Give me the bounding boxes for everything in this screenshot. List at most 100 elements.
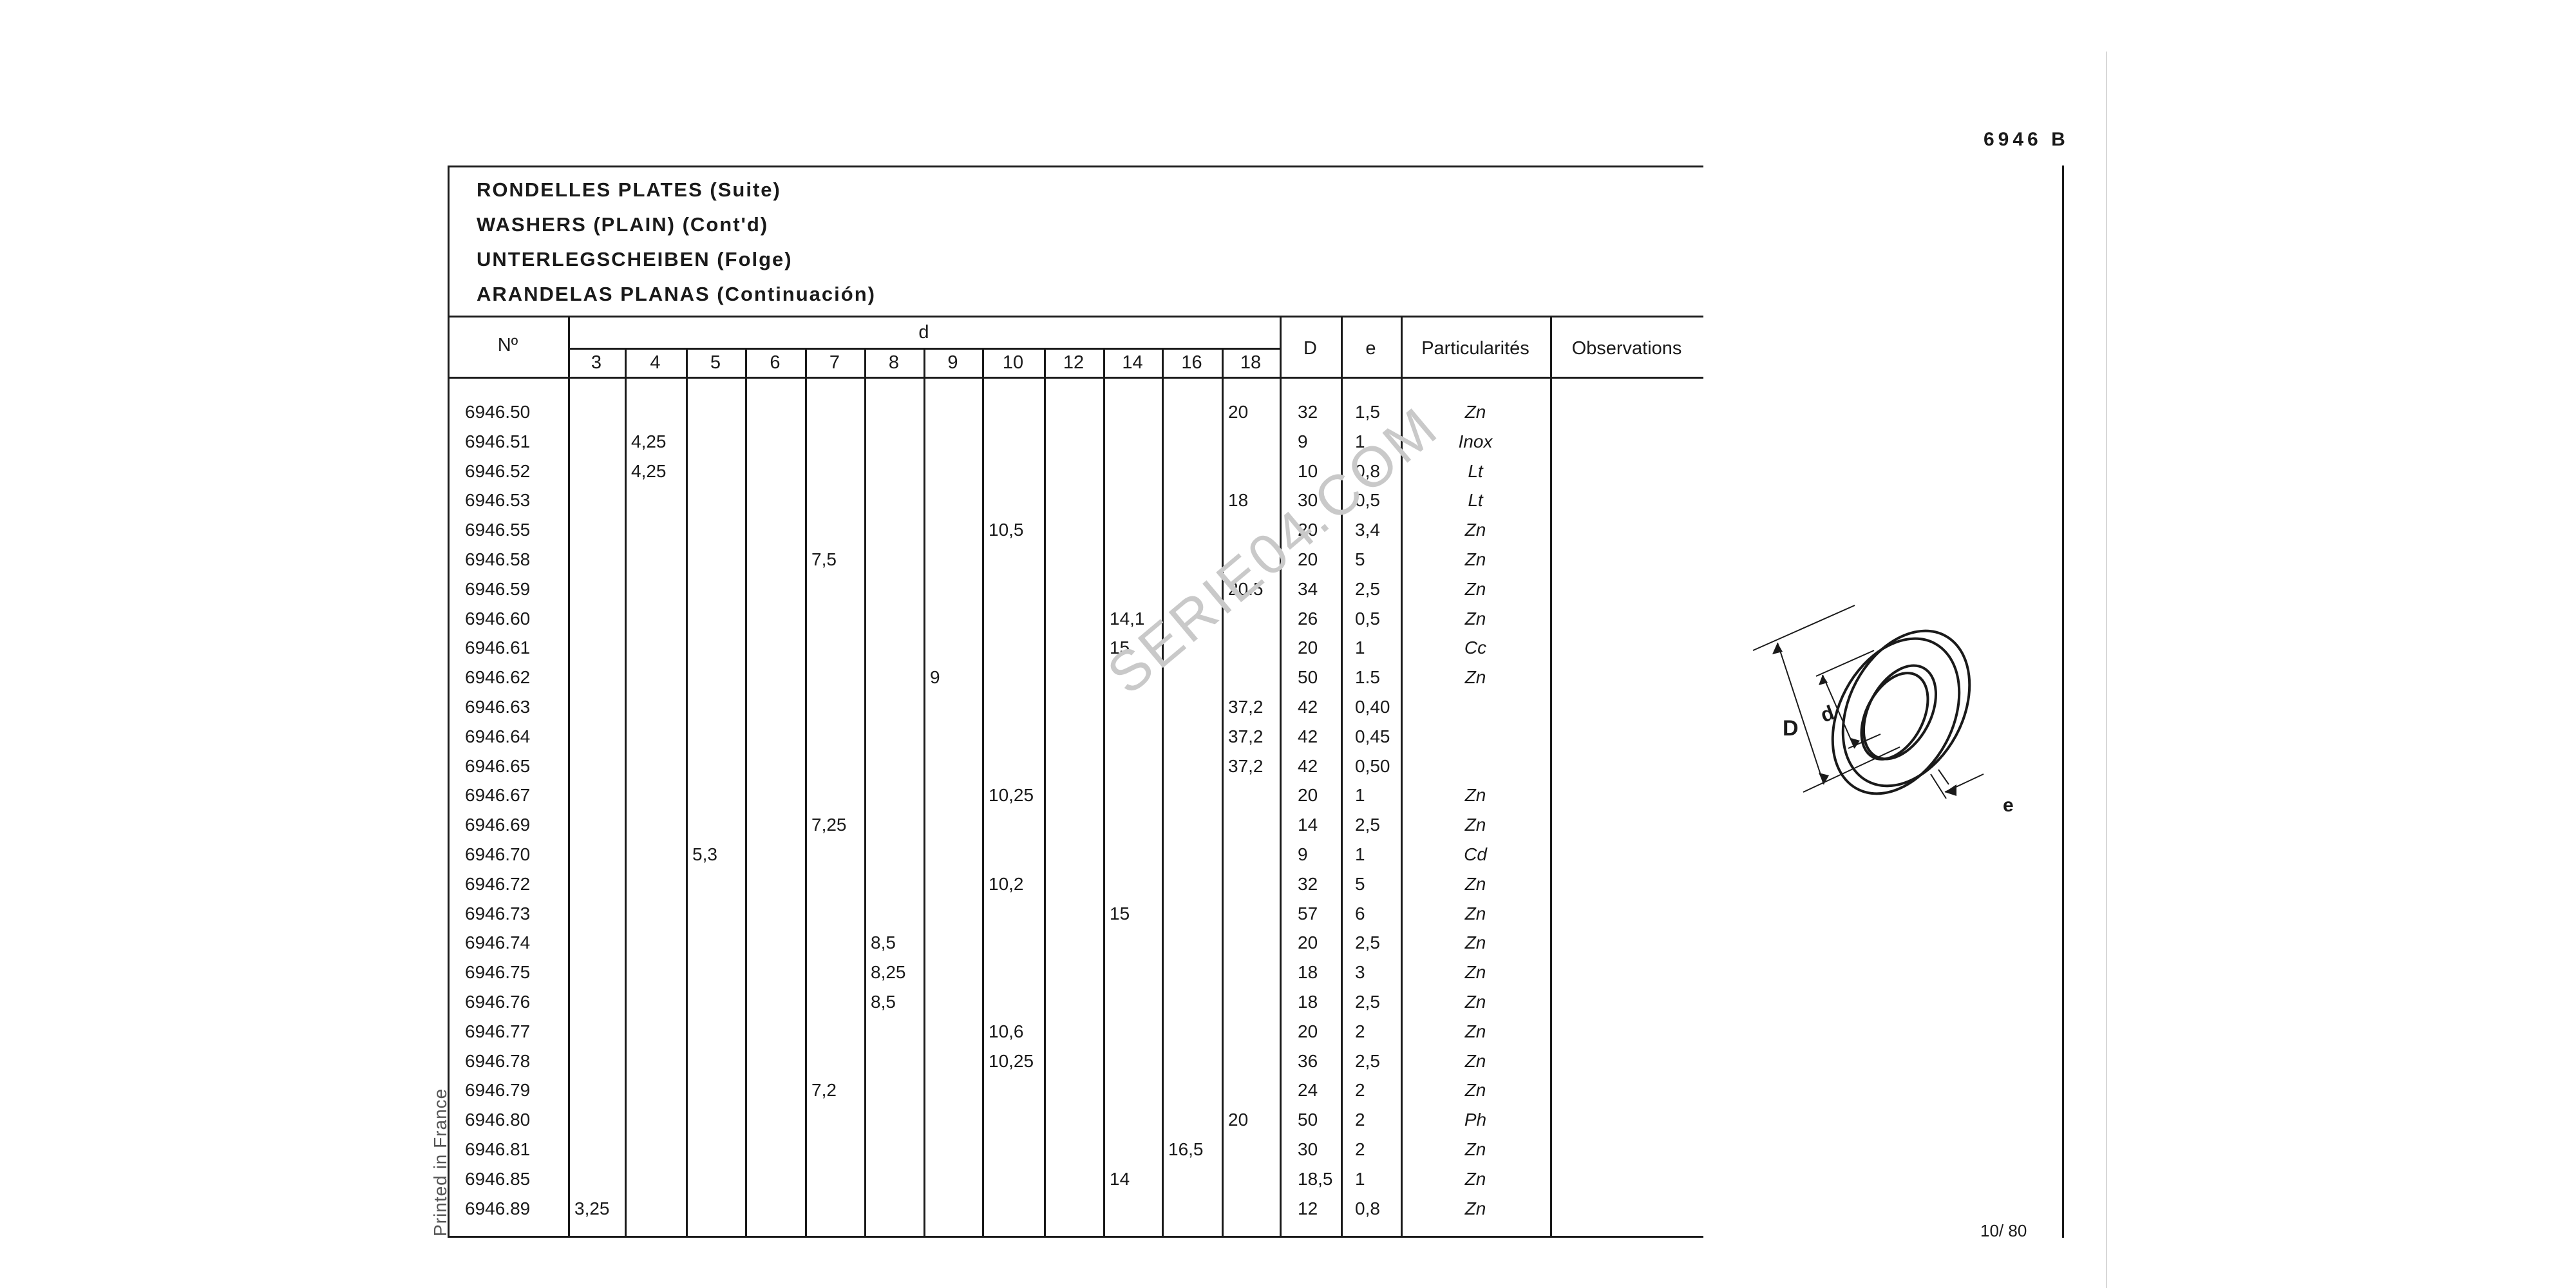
row-particularite: Zn (1464, 1050, 1486, 1071)
page-edge-rule (2106, 52, 2107, 1288)
row-e-value: 1 (1355, 638, 1365, 658)
column-rule (864, 348, 866, 1238)
footer-page-number: 10/ 80 (1980, 1221, 2027, 1240)
row-D-value: 20 (1298, 785, 1318, 806)
row-number: 6946.65 (465, 755, 531, 776)
row-d-value: 8,25 (871, 962, 906, 983)
row-e-value: 2,5 (1355, 992, 1380, 1012)
row-D-value: 18,5 (1298, 1168, 1333, 1189)
row-e-value: 2 (1355, 1021, 1365, 1041)
row-number: 6946.89 (465, 1198, 531, 1218)
diagram-label-e: e (2003, 795, 2014, 816)
frame-right-rule (2062, 166, 2064, 1238)
row-e-value: 0,45 (1355, 726, 1390, 746)
row-d-value: 5,3 (692, 844, 717, 864)
row-number: 6946.78 (465, 1050, 531, 1071)
row-e-value: 2,5 (1355, 933, 1380, 953)
row-e-value: 2,5 (1355, 1050, 1380, 1071)
column-rule (1044, 348, 1046, 1238)
row-D-value: 50 (1298, 1110, 1318, 1130)
row-D-value: 30 (1298, 490, 1318, 511)
header-particularites: Particularités (1421, 338, 1530, 359)
column-rule (923, 348, 925, 1238)
row-particularite: Zn (1464, 520, 1486, 540)
header-d-size: 4 (650, 352, 661, 373)
page-code: 6946 B (1984, 129, 2069, 150)
row-e-value: 1 (1355, 431, 1365, 451)
row-particularite: Zn (1464, 1198, 1486, 1218)
row-number: 6946.79 (465, 1080, 531, 1101)
row-D-value: 26 (1298, 608, 1318, 629)
row-number: 6946.64 (465, 726, 531, 746)
row-number: 6946.59 (465, 578, 531, 599)
row-e-value: 1 (1355, 785, 1365, 806)
title-de: UNTERLEGSCHEIBEN (Folge) (477, 248, 793, 270)
row-d-value: 37,2 (1228, 755, 1264, 776)
row-number: 6946.58 (465, 549, 531, 569)
column-rule (1401, 316, 1403, 1238)
row-d-value: 7,2 (811, 1080, 837, 1101)
row-particularite: Zn (1464, 549, 1486, 569)
row-D-value: 20 (1298, 549, 1318, 569)
row-e-value: 0,5 (1355, 490, 1380, 511)
row-particularite: Zn (1464, 402, 1486, 422)
row-particularite: Zn (1464, 873, 1486, 894)
column-rule (745, 348, 747, 1238)
row-d-value: 14 (1110, 1168, 1130, 1189)
row-number: 6946.53 (465, 490, 531, 511)
column-rule (625, 348, 627, 1238)
header-d-size: 7 (829, 352, 840, 373)
row-d-value: 7,5 (811, 549, 837, 569)
column-rule (1222, 348, 1224, 1238)
row-particularite: Zn (1464, 933, 1486, 953)
row-d-value: 15 (1110, 903, 1130, 923)
row-particularite: Zn (1464, 992, 1486, 1012)
row-d-value: 10,25 (989, 1050, 1034, 1071)
row-e-value: 2 (1355, 1110, 1365, 1130)
row-d-value: 10,5 (989, 520, 1024, 540)
row-e-value: 0,40 (1355, 697, 1390, 717)
row-d-value: 8,5 (871, 933, 896, 953)
row-D-value: 20 (1298, 520, 1318, 540)
row-number: 6946.75 (465, 962, 531, 983)
row-number: 6946.85 (465, 1168, 531, 1189)
row-particularite: Zn (1464, 815, 1486, 835)
header-no: Nº (497, 335, 518, 355)
row-number: 6946.72 (465, 873, 531, 894)
row-D-value: 34 (1298, 578, 1318, 599)
row-e-value: 5 (1355, 873, 1365, 894)
row-particularite: Zn (1464, 608, 1486, 629)
row-D-value: 12 (1298, 1198, 1318, 1218)
row-d-value: 15 (1110, 638, 1130, 658)
row-number: 6946.63 (465, 697, 531, 717)
row-number: 6946.52 (465, 460, 531, 481)
row-D-value: 24 (1298, 1080, 1318, 1101)
row-e-value: 0,8 (1355, 1198, 1380, 1218)
row-d-value: 3,25 (574, 1198, 610, 1218)
column-rule (982, 348, 984, 1238)
header-bottom-rule (448, 377, 1703, 379)
row-number: 6946.74 (465, 933, 531, 953)
row-D-value: 36 (1298, 1050, 1318, 1071)
row-particularite: Lt (1468, 490, 1483, 511)
header-d-size: 14 (1122, 352, 1143, 373)
title-block: RONDELLES PLATES (Suite) WASHERS (PLAIN)… (477, 173, 876, 312)
row-number: 6946.55 (465, 520, 531, 540)
row-e-value: 2,5 (1355, 578, 1380, 599)
row-D-value: 42 (1298, 697, 1318, 717)
row-d-value: 37,2 (1228, 726, 1264, 746)
column-rule (568, 316, 570, 1238)
header-D: D (1303, 338, 1317, 359)
row-particularite: Cd (1464, 844, 1487, 864)
printed-in-france: Printed in France (430, 1088, 450, 1236)
row-particularite: Zn (1464, 785, 1486, 806)
row-d-value: 20 (1228, 402, 1249, 422)
title-fr: RONDELLES PLATES (Suite) (477, 178, 781, 201)
row-e-value: 1 (1355, 1168, 1365, 1189)
row-d-value: 10,2 (989, 873, 1024, 894)
row-D-value: 30 (1298, 1139, 1318, 1159)
washer-diagram: D d e (1752, 580, 2061, 879)
row-number: 6946.62 (465, 667, 531, 688)
row-e-value: 3 (1355, 962, 1365, 983)
row-d-value: 4,25 (631, 460, 667, 481)
